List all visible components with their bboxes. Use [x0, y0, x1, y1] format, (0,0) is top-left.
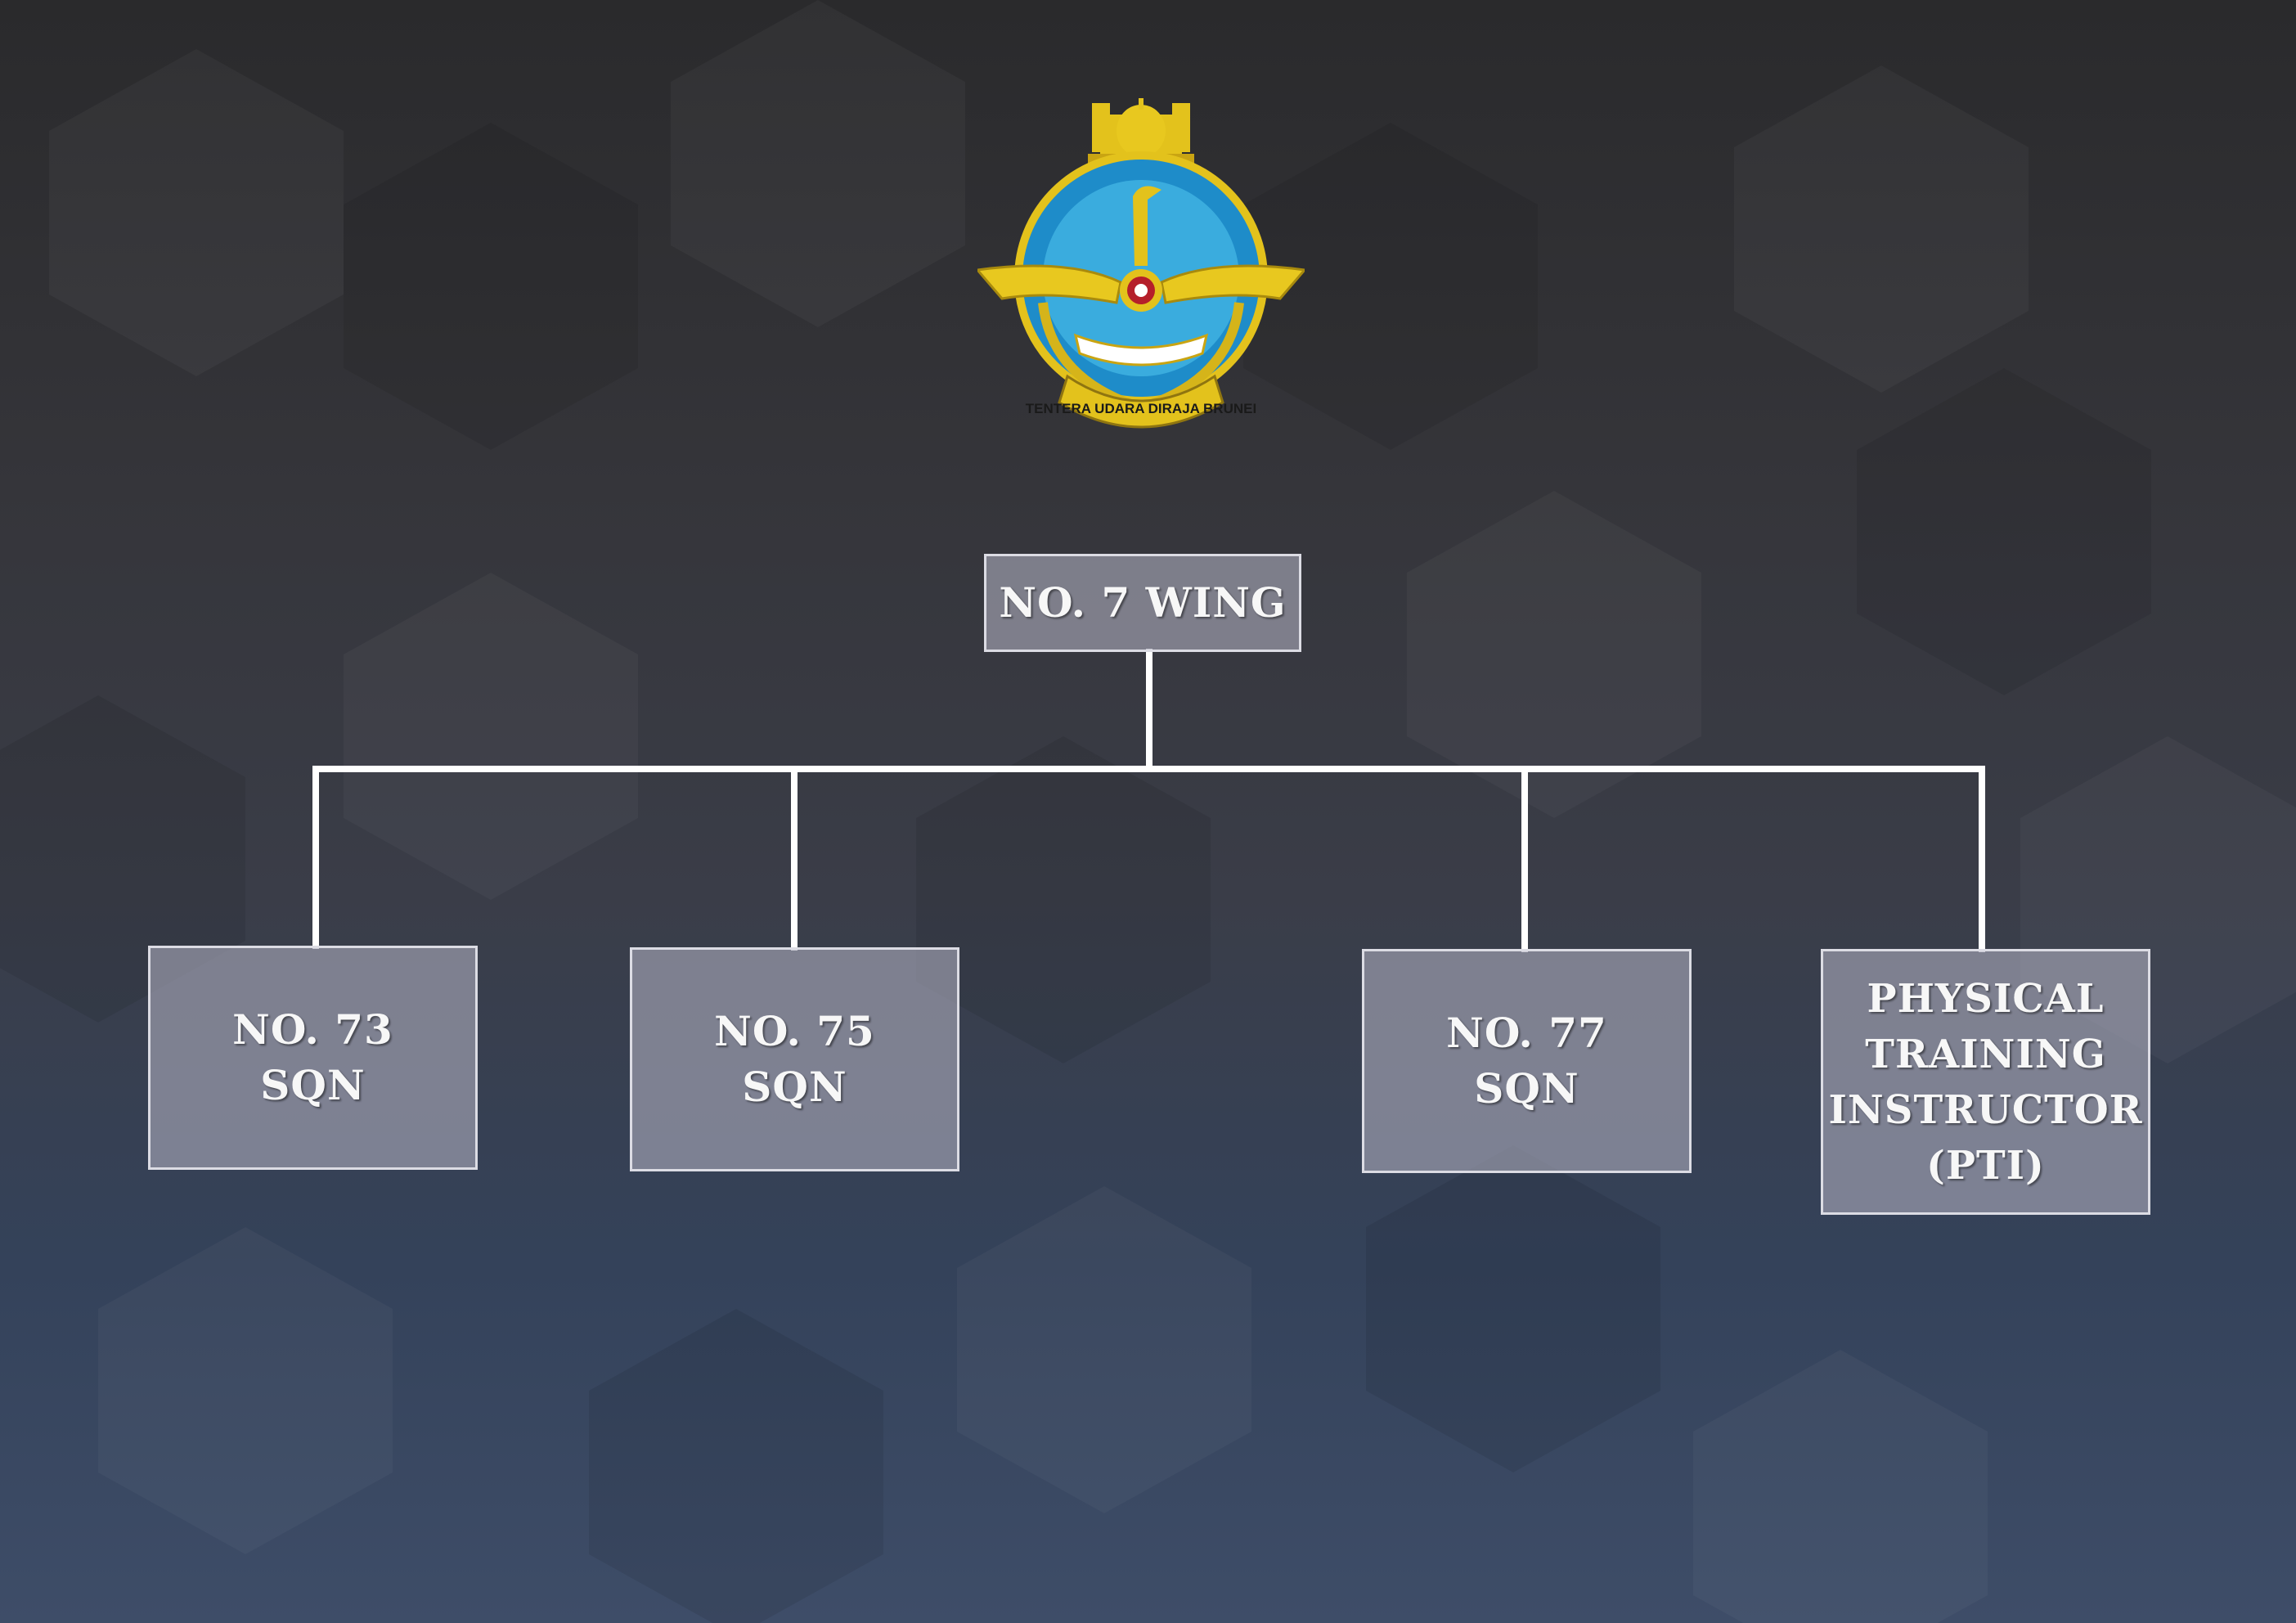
org-node-no-7-wing: NO. 7 WING — [984, 554, 1301, 652]
org-node-no-77-sqn: NO. 77 SQN — [1362, 949, 1692, 1173]
org-node-no-75-sqn: NO. 75 SQN — [630, 947, 959, 1171]
org-node-label: NO. 7 WING — [999, 578, 1287, 627]
org-node-no-73-sqn: NO. 73 SQN — [148, 946, 478, 1170]
org-node-label: PHYSICAL TRAINING INSTRUCTOR (PTI) — [1828, 975, 2143, 1189]
emblem-motto: TENTERA UDARA DIRAJA BRUNEI — [1026, 401, 1256, 416]
org-node-pti: PHYSICAL TRAINING INSTRUCTOR (PTI) — [1821, 949, 2150, 1215]
wings-icon — [977, 264, 1305, 304]
org-node-label: NO. 77 SQN — [1446, 1009, 1607, 1113]
org-node-label: NO. 75 SQN — [714, 1007, 875, 1111]
air-force-emblem: TENTERA UDARA DIRAJA BRUNEI — [977, 98, 1305, 429]
org-node-label: NO. 73 SQN — [232, 1005, 393, 1109]
